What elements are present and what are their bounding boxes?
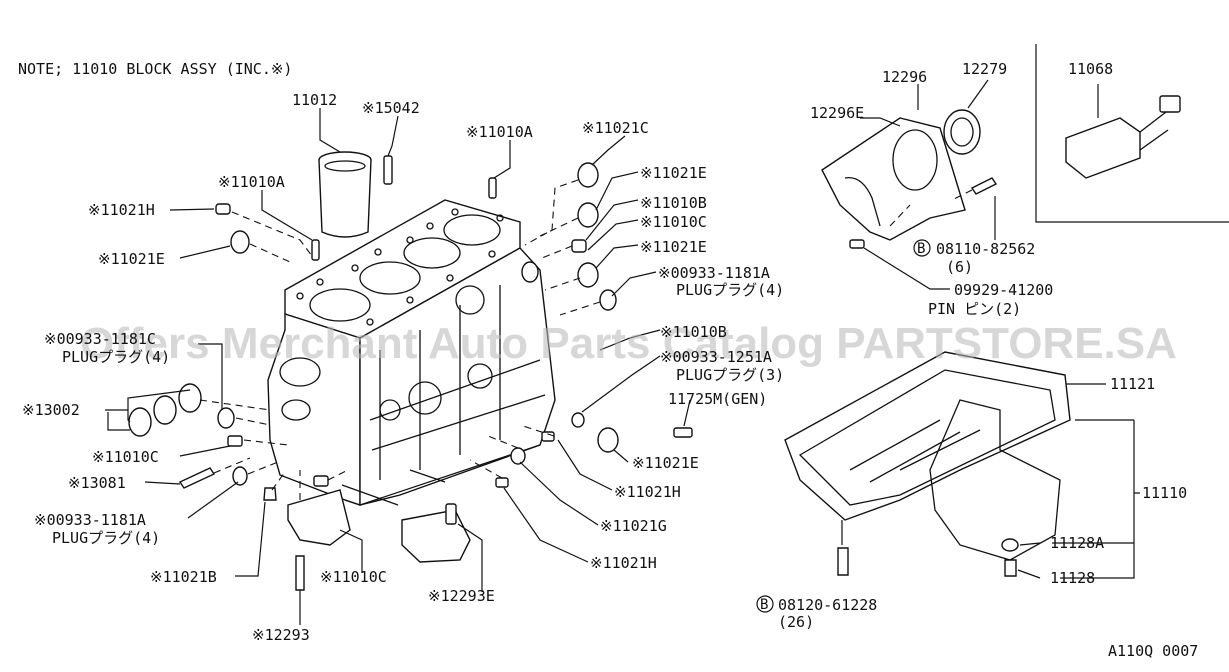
sensor-11725m — [673, 427, 693, 438]
label-11021g: ※11021G — [600, 517, 667, 535]
figure-code: A110Q 0007 — [1108, 642, 1198, 660]
bolt-08110-82562 — [970, 177, 998, 195]
bolt-symbol-b2: B — [760, 597, 768, 613]
label-11121: 11121 — [1110, 375, 1155, 393]
label-09929-41200: 09929-41200 — [954, 281, 1053, 299]
plug-11021h-bottom — [495, 477, 509, 488]
label-08120-61228: 08120-61228 — [778, 596, 877, 614]
note-block-assy: NOTE; 11010 BLOCK ASSY (INC.※) — [18, 60, 292, 78]
label-00933-1181c: ※00933-1181C — [44, 330, 156, 348]
plug-00933-1181a-left — [232, 466, 248, 486]
label-qty6: (6) — [946, 258, 973, 276]
dowel-11010a-top — [488, 177, 497, 199]
deck-bolt-holes — [296, 208, 504, 326]
leader-lines — [105, 79, 1140, 625]
dowel-11010a-left — [311, 239, 320, 261]
label-11021b: ※11021B — [150, 568, 217, 586]
plug-11021h-mid — [541, 431, 555, 442]
label-11021e-bot: ※11021E — [632, 454, 699, 472]
label-plug4-l: PLUGプラグ(4) — [62, 348, 170, 366]
bearing-cap-lower-left — [287, 489, 351, 546]
plug-00933-1251a — [571, 412, 585, 428]
washer-11128a — [1001, 538, 1019, 552]
label-11021h-left: ※11021H — [88, 201, 155, 219]
pin-09929-41200 — [849, 239, 865, 249]
bearing-cap-12293e — [401, 509, 471, 563]
seals-13002 — [128, 383, 202, 437]
label-11128: 11128 — [1050, 569, 1095, 587]
plug-11021g — [510, 447, 526, 465]
label-11010b-mid: ※11010B — [660, 323, 727, 341]
watermark-text: Offers Merchant Auto Parts Catalog PARTS… — [80, 319, 1177, 368]
callout-labels: 11012 ※15042 ※11010A ※11021C ※11010A ※11… — [22, 60, 1198, 660]
oil-seal-12279 — [943, 109, 981, 155]
plug-00933-1181c — [217, 407, 235, 429]
label-11021h-mid: ※11021H — [614, 483, 681, 501]
label-08110-82562: 08110-82562 — [936, 240, 1035, 258]
label-12296e: 12296E — [810, 104, 864, 122]
label-00933-1181a-l: ※00933-1181A — [34, 511, 146, 529]
dashed-leaders — [199, 179, 973, 500]
inset-box-11068 — [1035, 44, 1229, 223]
label-plug4-b: PLUGプラグ(4) — [52, 529, 160, 547]
label-11068: 11068 — [1068, 60, 1113, 78]
label-15042: ※15042 — [362, 99, 420, 117]
drain-plug-11128 — [1004, 559, 1017, 577]
label-00933-1181a-r: ※00933-1181A — [658, 264, 770, 282]
label-11010a-top: ※11010A — [466, 123, 533, 141]
label-11021e-r2: ※11021E — [640, 238, 707, 256]
label-12296: 12296 — [882, 68, 927, 86]
sensor-11068 — [1065, 95, 1181, 179]
bolt-symbol-icon — [913, 239, 931, 257]
bolt-08120-61228 — [837, 547, 849, 576]
plug-11021b — [263, 487, 277, 501]
bolt-symbol-icon-2 — [756, 595, 774, 613]
label-12293: ※12293 — [252, 626, 310, 644]
label-11110: 11110 — [1142, 484, 1187, 502]
bolt-12293e — [445, 503, 457, 525]
bolt-symbol-b1: B — [917, 241, 925, 257]
label-11021e-left: ※11021E — [98, 250, 165, 268]
label-11128a: 11128A — [1050, 534, 1104, 552]
label-11010c-bot: ※11010C — [320, 568, 387, 586]
plug-11021h-left — [215, 203, 231, 215]
label-11010c-left: ※11010C — [92, 448, 159, 466]
label-12279: 12279 — [962, 60, 1007, 78]
label-11012: 11012 — [292, 91, 337, 109]
label-plug3: PLUGプラグ(3) — [676, 366, 784, 384]
label-13081: ※13081 — [68, 474, 126, 492]
right-plugs — [521, 162, 617, 311]
oil-pan — [784, 351, 1071, 561]
label-11010c-r: ※11010C — [640, 213, 707, 231]
label-12293e: ※12293E — [428, 587, 495, 605]
rear-seal-retainer — [821, 117, 966, 241]
label-13002: ※13002 — [22, 401, 80, 419]
bolt-12293 — [295, 555, 305, 591]
cylinder-block — [267, 199, 556, 506]
label-00933-1251a: ※00933-1251A — [660, 348, 772, 366]
label-11021h-bot: ※11021H — [590, 554, 657, 572]
label-11021c: ※11021C — [582, 119, 649, 137]
label-plug4-r: PLUGプラグ(4) — [676, 281, 784, 299]
dowel-11010c-left — [227, 435, 243, 447]
dowel-11010c-bottom — [313, 475, 329, 487]
cup-plug-11021e-left — [230, 230, 250, 254]
label-11725m: 11725M(GEN) — [668, 390, 767, 408]
label-11021e-r1: ※11021E — [640, 164, 707, 182]
label-pin2: PIN ピン(2) — [928, 300, 1021, 318]
sensor-13081 — [178, 467, 216, 489]
cylinder-liner — [318, 151, 372, 238]
label-11010a-left: ※11010A — [218, 173, 285, 191]
cup-plug-11021e-bottom — [597, 427, 619, 453]
label-qty26: (26) — [778, 613, 814, 631]
dowel-15042 — [383, 155, 393, 185]
label-11010b-r: ※11010B — [640, 194, 707, 212]
